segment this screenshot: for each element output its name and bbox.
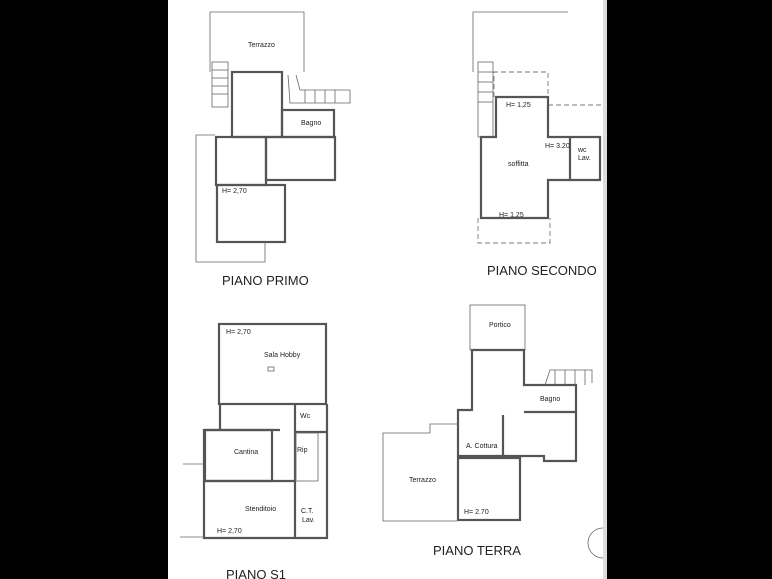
room-label-sala-hobby: Sala Hobby bbox=[264, 352, 301, 359]
room-label-wc: wc bbox=[577, 147, 587, 154]
height-top: H= 1,25 bbox=[506, 102, 531, 109]
room-label-cantina: Cantina bbox=[234, 449, 258, 456]
room-label-lav: Lav. bbox=[578, 155, 591, 162]
height-mid: H= 3.20 bbox=[545, 143, 570, 150]
room-label-stenditoio: Stenditoio bbox=[245, 506, 276, 513]
scroll-edge bbox=[603, 0, 607, 579]
plan-title-secondo: PIANO SECONDO bbox=[487, 263, 597, 278]
plan-piano-secondo: H= 1,25 H= 3.20 soffitta wc Lav. H= 1,25… bbox=[472, 11, 603, 278]
plan-piano-s1: H= 2,70 Sala Hobby Wc Cantina Rip Stendi… bbox=[180, 322, 329, 579]
room-label-terrazzo: Terrazzo bbox=[409, 477, 436, 484]
height-label: H= 2,70 bbox=[222, 188, 247, 195]
room-label-terrazzo: Terrazzo bbox=[248, 42, 275, 49]
height-bottom: H= 2,70 bbox=[217, 528, 242, 535]
stairs-right bbox=[544, 369, 593, 386]
room-label-wc: Wc bbox=[300, 413, 311, 420]
plan-title-primo: PIANO PRIMO bbox=[222, 273, 309, 288]
stairs-right bbox=[287, 74, 351, 104]
height-bottom: H= 1,25 bbox=[499, 212, 524, 219]
plan-title-s1: PIANO S1 bbox=[226, 567, 286, 579]
room-label-rip: Rip bbox=[297, 447, 308, 454]
height-top: H= 2,70 bbox=[226, 329, 251, 336]
room-label-ct: C.T. bbox=[301, 508, 314, 515]
stairs-left bbox=[211, 61, 229, 108]
plan-piano-primo: Terrazzo Bagno H= 2,70 PIANO PRIMO bbox=[195, 11, 351, 288]
room-label-soffitta: soffitta bbox=[508, 161, 529, 168]
plan-piano-terra: Portico Bagno A. Cottura Terrazzo H= 2.7… bbox=[382, 304, 593, 558]
room-label-bagno: Bagno bbox=[301, 120, 321, 127]
terrazzo-outline bbox=[209, 11, 305, 72]
sheet-background bbox=[168, 0, 603, 579]
room-label-bagno: Bagno bbox=[540, 396, 560, 403]
room-label-portico: Portico bbox=[489, 322, 511, 329]
plan-title-terra: PIANO TERRA bbox=[433, 543, 521, 558]
room-label-cottura: A. Cottura bbox=[466, 443, 498, 450]
height-label: H= 2.70 bbox=[464, 509, 489, 516]
north-arrow-icon bbox=[587, 527, 604, 559]
room-label-lav: Lav. bbox=[302, 517, 315, 524]
